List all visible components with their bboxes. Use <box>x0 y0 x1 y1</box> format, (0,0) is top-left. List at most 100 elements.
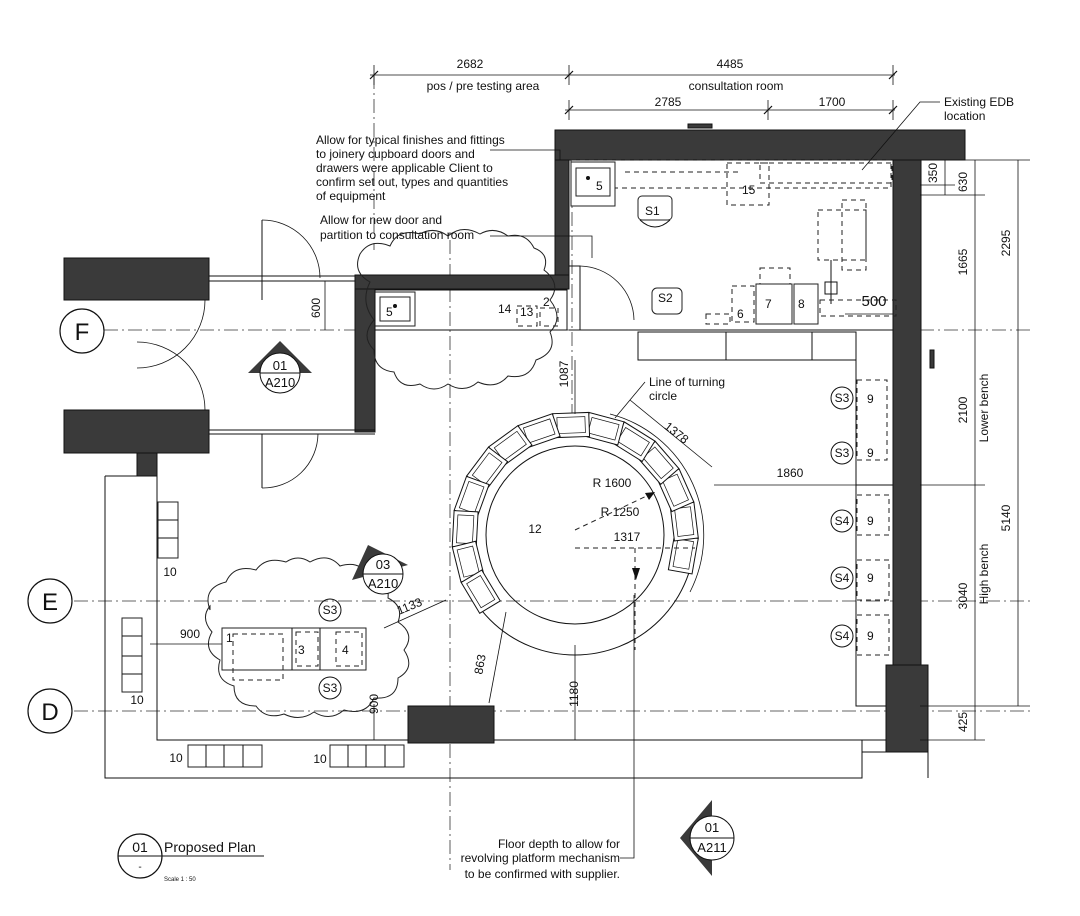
note-floor: Floor depth to allow for revolving platf… <box>461 837 620 881</box>
section-01-num: 01 <box>273 358 287 373</box>
svg-text:Line of turning: Line of turning <box>649 375 725 389</box>
area-consultation-room: consultation room <box>689 79 784 93</box>
svg-text:Floor depth to allow for: Floor depth to allow for <box>498 837 620 851</box>
tag-9-e: 9 <box>867 629 874 643</box>
dim-2785: 2785 <box>655 95 682 109</box>
grid-label-e: E <box>42 589 58 616</box>
dim-600: 600 <box>309 298 323 318</box>
svg-text:Existing EDB: Existing EDB <box>944 95 1014 109</box>
tag-5-consult: 5 <box>596 179 603 193</box>
svg-text:Allow for typical finishes and: Allow for typical finishes and fittings <box>316 133 505 147</box>
tag-s3-bench-a: S3 <box>835 391 850 405</box>
platform-seat-cushion <box>522 418 556 444</box>
dim-1860: 1860 <box>777 466 804 480</box>
platform-seat-cushion <box>466 575 496 609</box>
tag-6: 6 <box>737 307 744 321</box>
note-door: Allow for new door and partition to cons… <box>320 213 474 242</box>
outline-walls <box>104 265 929 779</box>
svg-text:of equipment: of equipment <box>316 189 386 203</box>
platform-seat-cushion <box>556 416 586 434</box>
dim-2100: 2100 <box>956 396 970 423</box>
svg-text:revolving platform mechanism: revolving platform mechanism <box>461 851 620 865</box>
consultation-bench-top <box>570 159 893 207</box>
title-number: 01 <box>132 839 148 855</box>
chair-s2 <box>651 287 683 315</box>
tag-14: 14 <box>498 302 512 316</box>
dim-425: 425 <box>956 712 970 732</box>
tag-s3-island-top: S3 <box>323 603 338 617</box>
dim-1180: 1180 <box>567 681 581 707</box>
tag-10-bottom-right: 10 <box>313 752 327 766</box>
title-name: Proposed Plan <box>164 839 256 855</box>
grid-label-f: F <box>75 319 90 346</box>
dim-630: 630 <box>956 172 970 192</box>
platform-seat-cushion <box>674 506 695 537</box>
area-pos-pre-testing: pos / pre testing area <box>427 79 540 93</box>
dim-900-horizontal: 900 <box>180 627 200 641</box>
section-marker-01-a210: 01 A210 <box>248 341 312 394</box>
tag-s4-bench-a: S4 <box>835 514 850 528</box>
dim-1665: 1665 <box>956 248 970 275</box>
svg-text:partition to consultation room: partition to consultation room <box>320 228 474 242</box>
dim-4485: 4485 <box>717 57 744 71</box>
dim-2295: 2295 <box>999 229 1013 256</box>
tag-10-left-lower: 10 <box>130 693 144 707</box>
section-03-num: 03 <box>376 557 390 572</box>
item-tags: 5 15 S1 S2 5 14 13 2 6 7 8 12 10 10 10 1… <box>130 179 874 766</box>
svg-text:confirm set out, types and qua: confirm set out, types and quantities <box>316 175 508 189</box>
dim-2682: 2682 <box>457 57 484 71</box>
tag-10-bottom-left: 10 <box>169 751 183 765</box>
tag-4: 4 <box>342 643 349 657</box>
tag-s3-island-bottom: S3 <box>323 681 338 695</box>
dimension-lines <box>150 65 1030 741</box>
dim-1700: 1700 <box>819 95 846 109</box>
tag-13: 13 <box>520 305 534 319</box>
tag-3: 3 <box>298 643 305 657</box>
section-01-sheet: A210 <box>265 375 295 390</box>
tag-10-left-upper: 10 <box>163 565 177 579</box>
tag-9-b: 9 <box>867 446 874 460</box>
tag-9-c: 9 <box>867 514 874 528</box>
section-marker-03-a210: 03 A210 <box>352 545 408 595</box>
dim-3040: 3040 <box>956 582 970 609</box>
tag-7: 7 <box>765 297 772 311</box>
dim-500: 500 <box>861 293 886 310</box>
svg-text:to be confirmed with supplier.: to be confirmed with supplier. <box>465 867 620 881</box>
area-lower-bench: Lower bench <box>977 374 991 443</box>
dim-1378: 1378 <box>662 419 692 447</box>
platform-seat-cushion <box>642 446 674 480</box>
platform-seat-cushion <box>458 481 485 514</box>
section-03-sheet: A210 <box>368 576 398 591</box>
platform-seat-cushion <box>493 430 527 462</box>
note-joinery: Allow for typical finishes and fittings … <box>316 133 508 203</box>
note-turning: Line of turning circle <box>649 375 725 403</box>
walls <box>63 123 966 753</box>
tag-1: 1 <box>226 631 233 645</box>
dim-5140: 5140 <box>999 504 1013 531</box>
platform-seat-cushion <box>587 416 620 441</box>
tag-8: 8 <box>798 297 805 311</box>
radius-indicators <box>574 491 695 650</box>
platform-seat-ring <box>451 411 699 614</box>
dim-r1250: R 1250 <box>601 505 640 519</box>
consultation-furniture <box>705 199 897 325</box>
tag-s3-bench-b: S3 <box>835 446 850 460</box>
section-marker-01-a211: 01 A211 <box>680 800 735 876</box>
station-tags: S3 S3 S3 S3 S4 S4 S4 <box>318 386 854 700</box>
dim-350: 350 <box>926 163 940 183</box>
section-01b-num: 01 <box>705 820 719 835</box>
seating-bottom <box>187 744 405 768</box>
grid-bubble-d: D <box>27 688 73 734</box>
tag-9-a: 9 <box>867 392 874 406</box>
chair-s1 <box>637 195 673 228</box>
svg-text:location: location <box>944 109 985 123</box>
platform-seat-cushion <box>662 473 689 507</box>
svg-text:circle: circle <box>649 389 677 403</box>
drawing-title-block: 01 - Proposed Plan Scale 1 : 50 <box>117 833 264 883</box>
svg-text:drawers were applicable Client: drawers were applicable Client to <box>316 161 493 175</box>
title-sub: - <box>138 862 141 873</box>
section-01b-sheet: A211 <box>697 840 726 855</box>
sink-left <box>374 289 568 331</box>
leader-lines <box>490 101 940 859</box>
